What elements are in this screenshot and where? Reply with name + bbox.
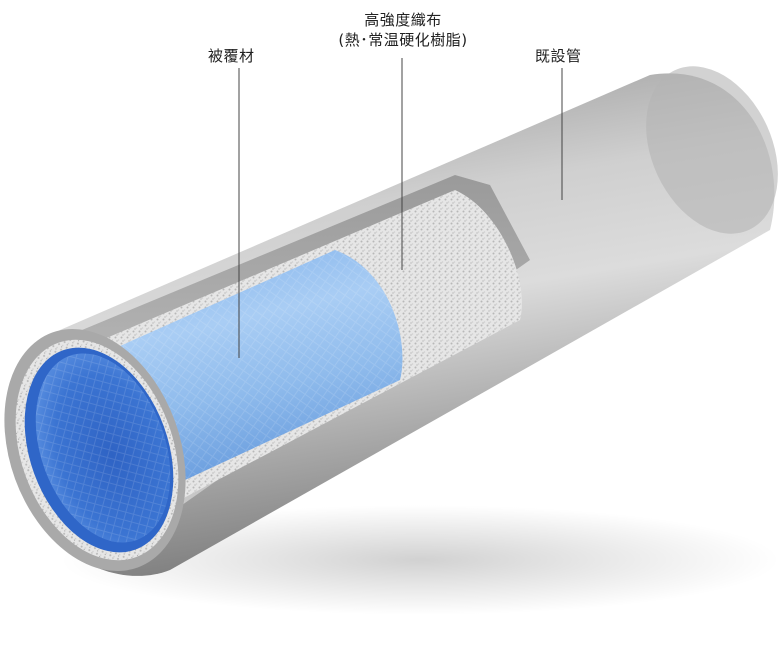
ground-shadow <box>60 505 780 615</box>
label-fabric-line1: 高強度織布 <box>364 11 442 29</box>
label-covering-material: 被覆材 <box>208 47 255 65</box>
existing-pipe-end <box>646 66 778 234</box>
covering-weave-texture <box>100 250 403 480</box>
interior-weave-texture <box>35 353 171 543</box>
label-high-strength-fabric: 高強度織布 (熱･常温硬化樹脂) <box>318 10 488 50</box>
label-fabric-line2: (熱･常温硬化樹脂) <box>338 31 468 49</box>
label-existing-pipe: 既設管 <box>535 47 582 65</box>
